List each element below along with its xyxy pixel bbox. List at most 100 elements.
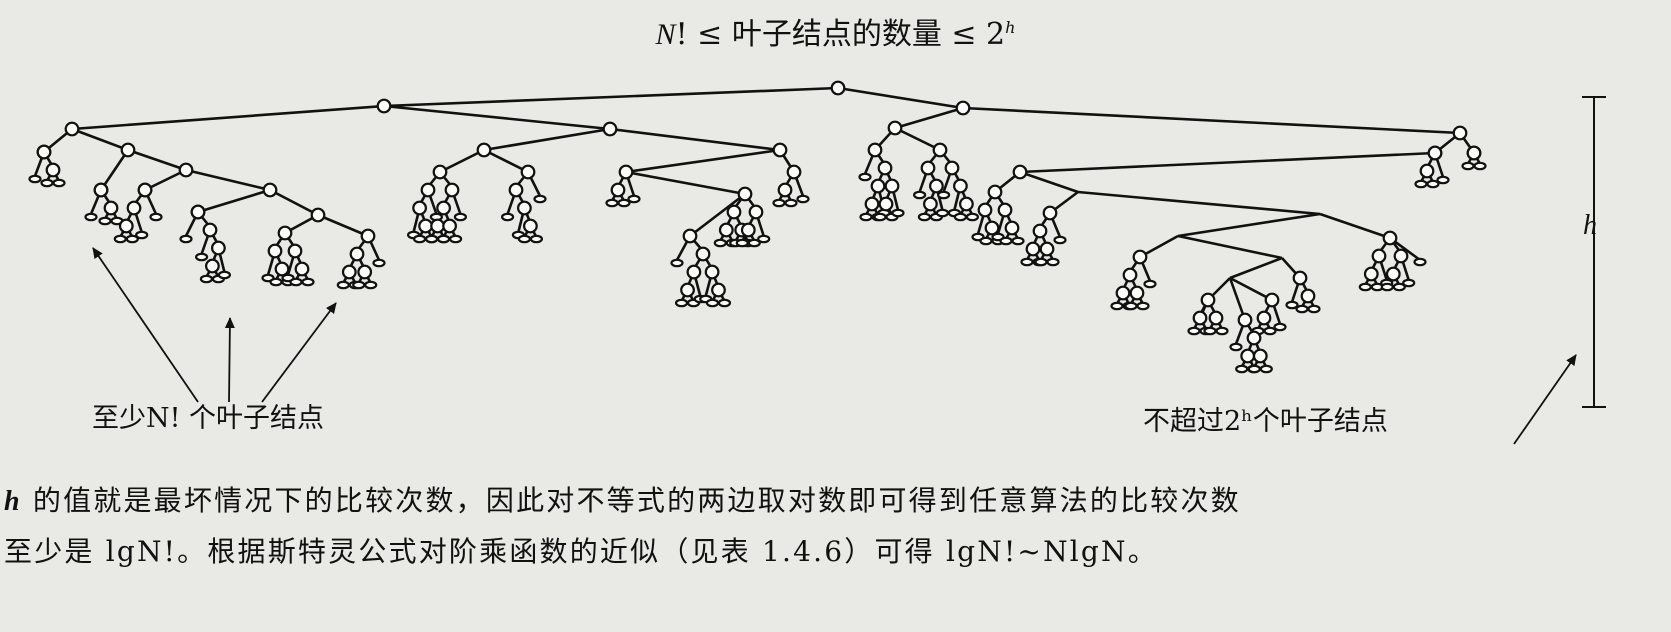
leaf-node <box>501 212 515 222</box>
internal-node <box>887 120 903 136</box>
tree-edge <box>962 106 1461 135</box>
internal-node <box>618 164 634 180</box>
internal-node <box>711 282 726 298</box>
leaf-node <box>605 198 619 208</box>
leaf-node <box>84 212 98 222</box>
internal-node <box>517 200 532 216</box>
tree-edge <box>1077 190 1321 216</box>
internal-node <box>977 202 993 218</box>
leaf-node <box>1020 257 1034 267</box>
leaf-node <box>1110 301 1124 311</box>
leaf-node <box>1414 179 1428 189</box>
internal-node <box>1042 205 1058 221</box>
internal-node <box>1385 266 1401 282</box>
internal-node <box>786 164 802 180</box>
explanation-line-1: h 的值就是最坏情况下的比较次数，因此对不等式的两边取对数即可得到任意算法的比较… <box>4 484 1241 517</box>
internal-node <box>602 121 618 137</box>
internal-node <box>103 200 119 216</box>
leaf-node <box>999 236 1013 246</box>
arrow-left-3 <box>261 302 337 403</box>
internal-node <box>126 200 142 216</box>
tree-edge <box>483 127 611 152</box>
tree-edge <box>71 104 385 131</box>
internal-node <box>204 258 220 274</box>
tree-edge <box>185 168 271 192</box>
internal-node <box>923 196 938 212</box>
internal-node <box>262 182 278 198</box>
internal-node <box>432 164 448 180</box>
internal-node <box>277 225 293 241</box>
internal-node <box>476 142 492 158</box>
internal-node <box>1382 230 1398 246</box>
tree-edge <box>837 86 964 110</box>
leaf-node <box>1229 342 1243 352</box>
leaf-node <box>784 198 798 208</box>
leaf-node <box>1473 161 1487 171</box>
internal-node <box>1032 223 1048 239</box>
tree-edge <box>1319 212 1391 240</box>
leaf-node <box>98 216 112 226</box>
leaf-node <box>301 277 315 287</box>
internal-node <box>1012 164 1028 180</box>
leaf-node <box>1307 304 1321 314</box>
internal-node <box>680 282 695 298</box>
leaf-node <box>713 238 727 248</box>
leaf-node <box>772 198 786 208</box>
tree-edge <box>1229 256 1283 280</box>
leaf-node <box>437 234 451 244</box>
leaf-node <box>125 234 139 244</box>
internal-node <box>1237 312 1253 328</box>
leaf-node <box>533 194 547 204</box>
tree-edge <box>71 127 129 152</box>
internal-node <box>740 222 756 238</box>
internal-node <box>877 160 893 176</box>
leaf-node <box>113 234 127 244</box>
tree-edge <box>1177 212 1321 238</box>
internal-node <box>1115 285 1131 301</box>
leaf-node <box>517 234 532 244</box>
internal-node <box>920 160 936 176</box>
leaf-node <box>1259 364 1273 374</box>
leaf-node <box>413 234 427 244</box>
leaf-node <box>627 194 641 204</box>
leaf-node <box>1011 236 1025 246</box>
tree-edge <box>1228 277 1247 321</box>
internal-node <box>1393 248 1409 264</box>
tree-edge <box>439 148 485 174</box>
internal-node <box>1264 292 1280 308</box>
internal-node <box>1419 163 1435 179</box>
leaf-node <box>891 208 905 218</box>
tree-edge <box>609 127 781 152</box>
internal-node <box>686 264 702 280</box>
internal-node <box>267 243 283 259</box>
leaf-node <box>1034 257 1048 267</box>
leaf-node <box>1285 300 1299 310</box>
tree-edge <box>317 213 369 238</box>
internal-node <box>748 204 764 220</box>
leaf-node <box>1358 282 1372 292</box>
internal-node <box>210 240 226 256</box>
internal-node <box>610 182 626 198</box>
internal-node <box>420 182 436 198</box>
internal-node <box>1025 241 1041 257</box>
internal-node <box>310 207 326 223</box>
leaf-node <box>747 238 761 248</box>
internal-node <box>118 218 134 234</box>
internal-node <box>376 98 392 114</box>
internal-node <box>274 261 290 277</box>
leaf-node <box>179 234 193 244</box>
leaf-node <box>425 234 439 244</box>
height-bracket <box>1582 96 1606 408</box>
leaf-node <box>449 234 463 244</box>
internal-node <box>120 142 136 158</box>
tree-edge <box>127 148 187 172</box>
internal-node <box>737 186 753 202</box>
leaf-node <box>364 280 378 290</box>
internal-node <box>878 196 894 212</box>
leaf-node <box>195 252 209 262</box>
internal-node <box>178 162 194 178</box>
tree-edge <box>894 106 964 130</box>
internal-node <box>444 182 460 198</box>
arrows-to-leaves <box>92 247 1577 445</box>
